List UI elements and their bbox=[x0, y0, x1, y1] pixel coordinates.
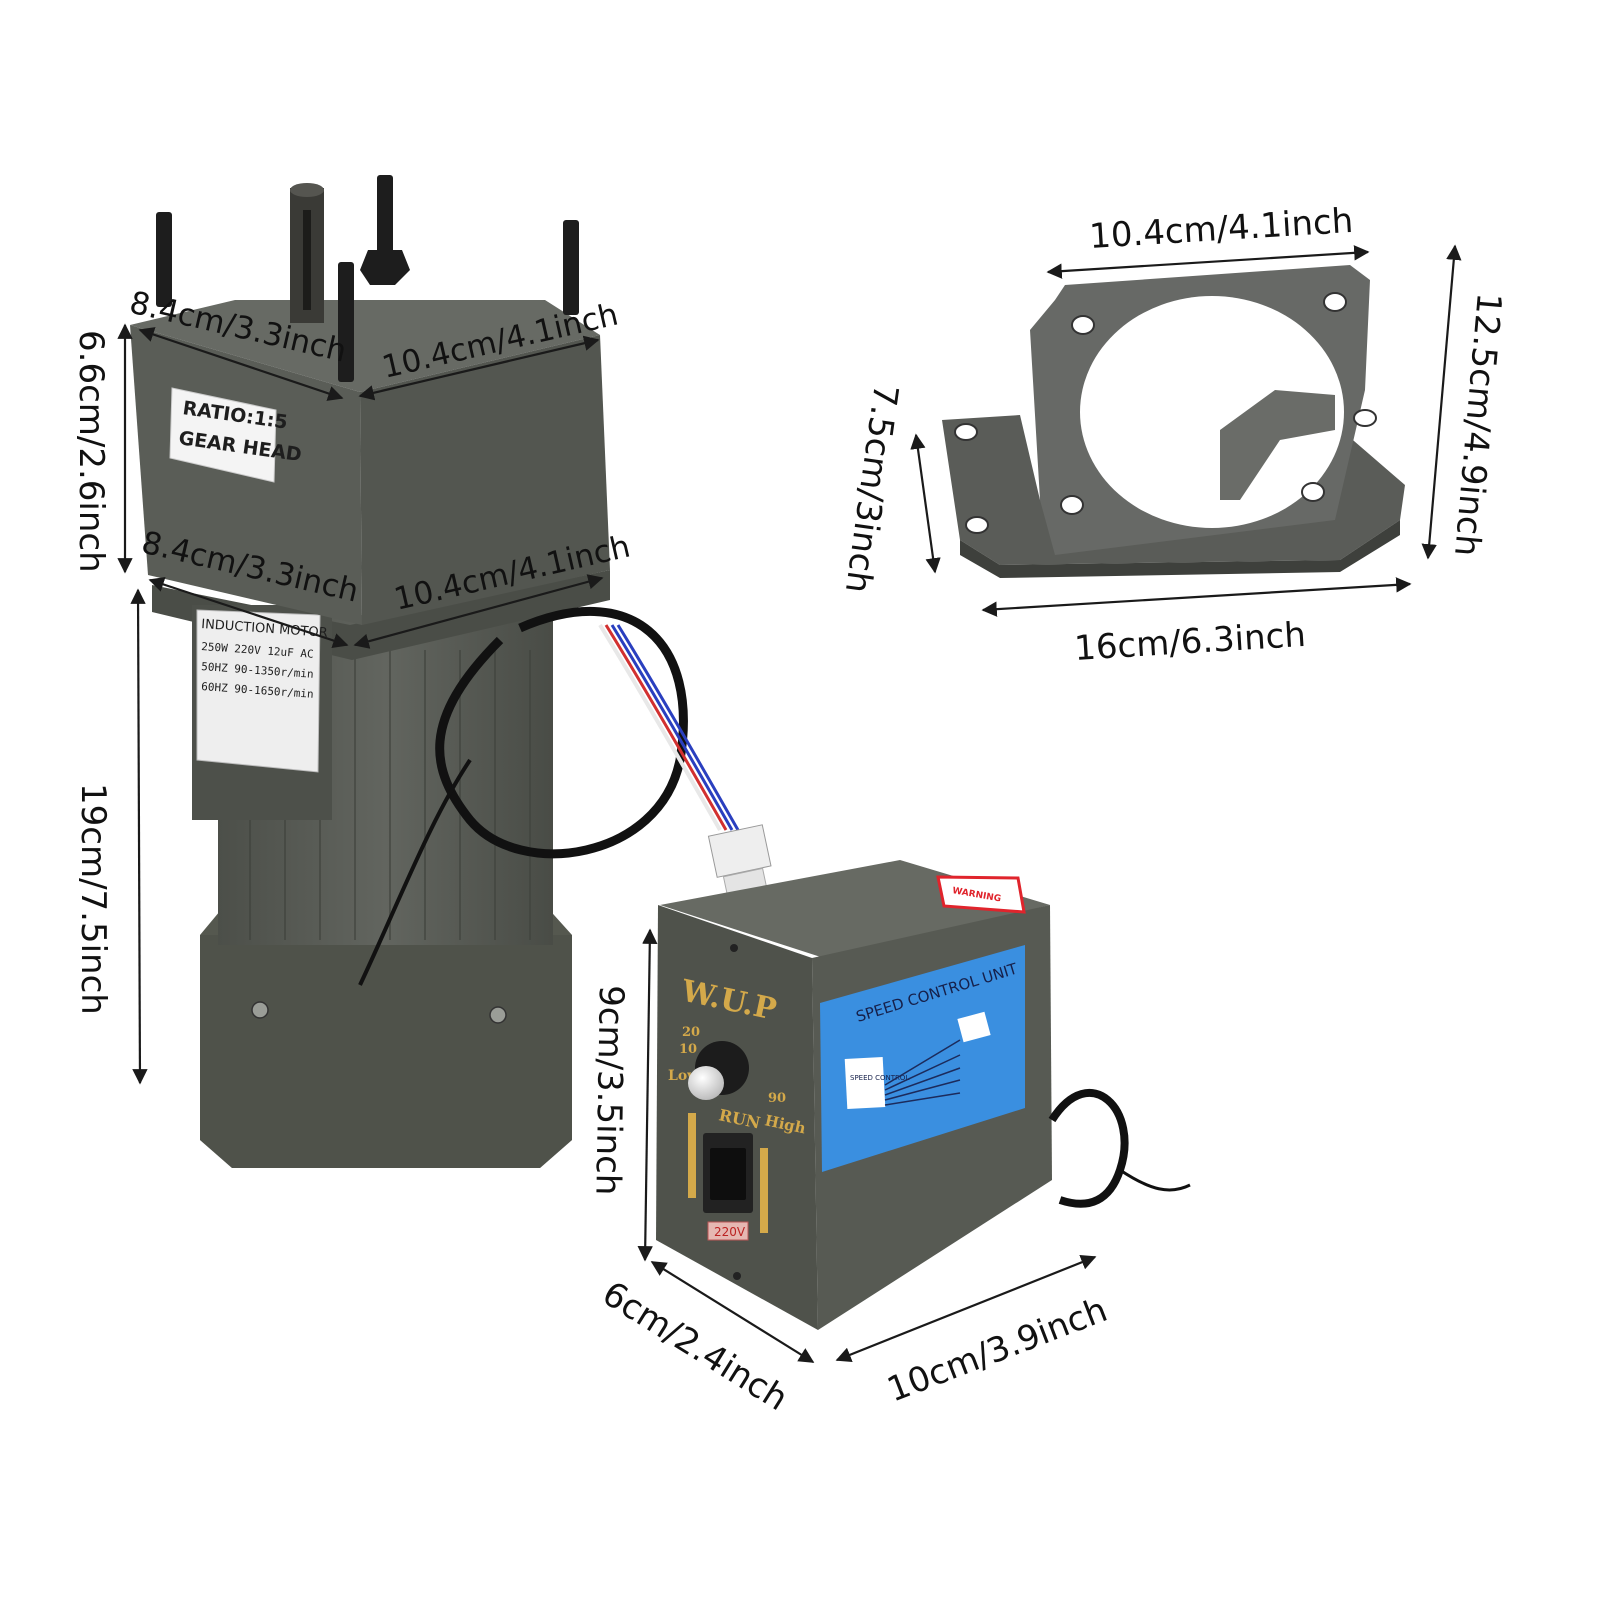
panel-box-label: SPEED CONTROL bbox=[850, 1074, 909, 1082]
dial-label-10: 10 bbox=[679, 1042, 697, 1057]
bracket-holes bbox=[954, 292, 1377, 534]
voltage-label: 220V bbox=[714, 1225, 746, 1239]
dial-label-90: 90 bbox=[768, 1091, 786, 1106]
warning-sticker: WARNING bbox=[936, 875, 1026, 914]
bracket-bore bbox=[1080, 296, 1344, 528]
dim-bracket-side-height: 7.5cm/3inch bbox=[837, 382, 906, 596]
mounting-bracket bbox=[942, 265, 1405, 578]
controller-front bbox=[656, 905, 818, 1330]
gearhead-right-face bbox=[360, 335, 610, 625]
dim-bracket-base-length: 16cm/6.3inch bbox=[1073, 615, 1307, 669]
speed-controller: WARNING SPEED CONTROL UNIT SPEED CONTROL… bbox=[656, 860, 1191, 1330]
motor-nameplate: INDUCTION MOTOR 250W 220V 12uF AC 50HZ 9… bbox=[192, 605, 332, 820]
dial-label-20: 20 bbox=[682, 1025, 700, 1040]
power-cord bbox=[1048, 1088, 1129, 1208]
dim-controller-width: 10cm/3.9inch bbox=[882, 1290, 1113, 1410]
dimension-arrows bbox=[117, 244, 1462, 1363]
controller-label-panel: SPEED CONTROL UNIT SPEED CONTROL bbox=[820, 945, 1025, 1172]
output-shaft bbox=[290, 183, 324, 323]
dim-bracket-height: 12.5cm/4.9inch bbox=[1446, 291, 1509, 558]
dim-controller-height: 9cm/3.5inch bbox=[587, 985, 631, 1196]
controller-front-panel: W.U.P 20 10 Low 90 High RUN 220V bbox=[668, 944, 807, 1280]
speed-knob[interactable] bbox=[688, 1041, 749, 1100]
dim-bracket-top-width: 10.4cm/4.1inch bbox=[1088, 201, 1354, 257]
dim-motor-height: 19cm/7.5inch bbox=[73, 783, 113, 1015]
mounting-studs bbox=[156, 175, 579, 382]
dim-gearhead-height: 6.6cm/2.6inch bbox=[71, 330, 111, 573]
power-switch[interactable] bbox=[703, 1133, 753, 1213]
